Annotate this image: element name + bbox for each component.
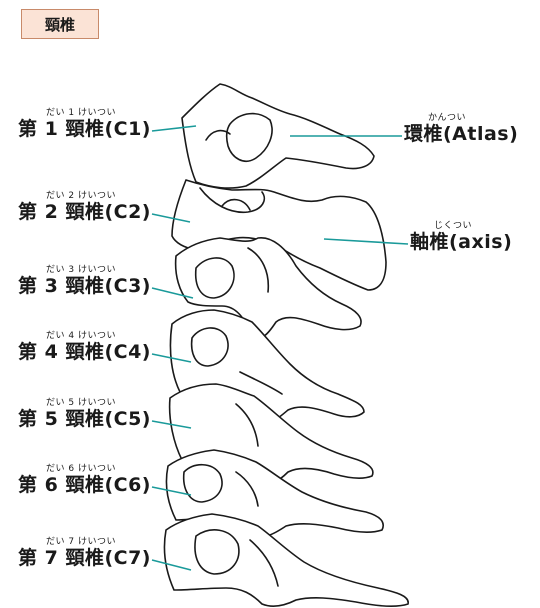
- label-c2: だい 2 けいつい 第 2 頸椎(C2): [18, 191, 151, 223]
- label-c2-text: 第 2 頸椎(C2): [18, 201, 151, 223]
- leader-c2: [151, 213, 191, 223]
- c7-vertebra: [163, 513, 409, 607]
- section-tag-label: 頸椎: [44, 15, 75, 34]
- label-c1-reading: だい 1 けいつい: [46, 108, 116, 118]
- label-c4-reading: だい 4 けいつい: [46, 331, 116, 341]
- leader-c6: [151, 486, 192, 496]
- label-c3-text: 第 3 頸椎(C3): [18, 275, 151, 297]
- label-atlas-reading: かんつい: [428, 113, 467, 123]
- label-c4: だい 4 けいつい 第 4 頸椎(C4): [18, 331, 151, 363]
- label-c5-text: 第 5 頸椎(C5): [18, 408, 151, 430]
- leader-c4: [151, 353, 192, 363]
- label-c2-reading: だい 2 けいつい: [46, 191, 116, 201]
- label-c7: だい 7 けいつい 第 7 頸椎(C7): [18, 537, 151, 569]
- section-tag: 頸椎: [21, 9, 99, 39]
- c6-lamina-line: [235, 471, 259, 507]
- label-c7-text: 第 7 頸椎(C7): [18, 547, 151, 569]
- label-c5: だい 5 けいつい 第 5 頸椎(C5): [18, 398, 151, 430]
- label-c7-reading: だい 7 けいつい: [46, 537, 116, 547]
- label-c6-reading: だい 6 けいつい: [46, 464, 116, 474]
- c1-articular-facet: [225, 112, 273, 162]
- c1-anterior-arch: [205, 129, 231, 141]
- c3-lamina-line: [247, 247, 270, 293]
- label-c1-text: 第 1 頸椎(C1): [18, 118, 151, 140]
- label-atlas-text: 環椎(Atlas): [404, 123, 519, 145]
- label-c4-text: 第 4 頸椎(C4): [18, 341, 151, 363]
- c7-articular-facet: [194, 529, 240, 575]
- c2-lamina-line: [221, 198, 251, 211]
- c5-facet-line: [235, 403, 259, 447]
- c3-articular-facet: [194, 257, 235, 299]
- c4-disc-line: [239, 371, 283, 395]
- leader-c5: [151, 420, 192, 429]
- leader-c3: [151, 287, 194, 299]
- leader-axis: [323, 238, 409, 245]
- label-c6: だい 6 けいつい 第 6 頸椎(C6): [18, 464, 151, 496]
- c4-articular-facet: [190, 327, 229, 367]
- leader-c7: [151, 559, 192, 571]
- label-c1: だい 1 けいつい 第 1 頸椎(C1): [18, 108, 151, 140]
- label-c6-text: 第 6 頸椎(C6): [18, 474, 151, 496]
- label-c3-reading: だい 3 けいつい: [46, 265, 116, 275]
- label-axis-reading: じくつい: [434, 221, 473, 231]
- label-c3: だい 3 けいつい 第 3 頸椎(C3): [18, 265, 151, 297]
- leader-c1: [151, 125, 197, 132]
- label-c5-reading: だい 5 けいつい: [46, 398, 116, 408]
- label-atlas: かんつい 環椎(Atlas): [404, 113, 518, 145]
- label-axis: じくつい 軸椎(axis): [410, 221, 512, 253]
- c1-atlas-vertebra: [181, 83, 375, 189]
- c7-lamina-line: [249, 539, 279, 587]
- c2-dens: [199, 187, 266, 213]
- label-axis-text: 軸椎(axis): [410, 231, 513, 253]
